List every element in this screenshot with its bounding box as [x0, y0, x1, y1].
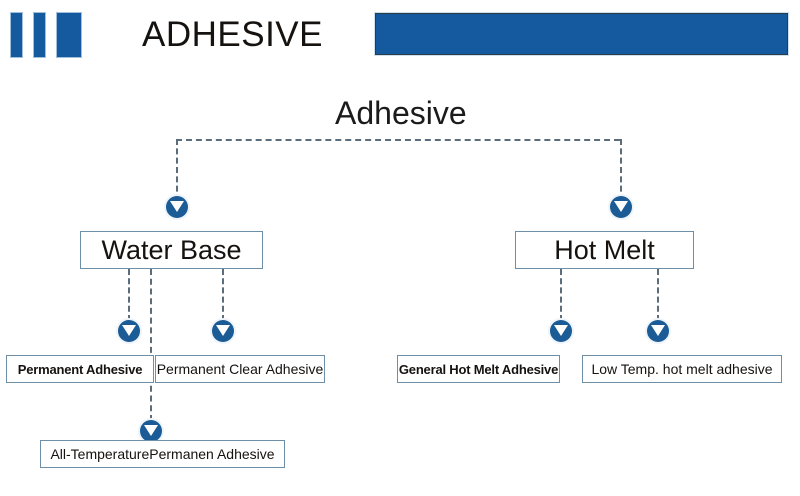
- header-bar-2: [33, 12, 46, 58]
- header-banner: [374, 12, 789, 56]
- arrow-marker-permanent-clear-adhesive: [212, 320, 234, 342]
- node-permanent-clear-adhesive[interactable]: Permanent Clear Adhesive: [155, 355, 325, 383]
- connector-water-base-to-permanent-clear: [222, 269, 224, 321]
- arrow-marker-general-hot-melt: [550, 320, 572, 342]
- arrow-marker-hot-melt: [610, 196, 632, 218]
- connector-hot-melt-to-low-temp: [657, 269, 659, 321]
- arrow-marker-permanent-adhesive: [118, 320, 140, 342]
- node-water-base[interactable]: Water Base: [80, 231, 263, 269]
- connector-water-base-to-permanent-adhesive: [128, 269, 130, 321]
- arrow-marker-low-temp-hot-melt: [647, 320, 669, 342]
- connector-root-to-hot-melt: [620, 139, 622, 201]
- arrow-marker-all-temperature-adhesive: [140, 420, 162, 442]
- connector-root-horizontal: [176, 139, 620, 141]
- node-hot-melt[interactable]: Hot Melt: [515, 231, 694, 269]
- connector-water-base-to-all-temperature: [150, 269, 152, 421]
- connector-hot-melt-to-general: [560, 269, 562, 321]
- header-bar-3: [56, 12, 82, 58]
- connector-root-to-water-base: [176, 139, 178, 201]
- node-low-temp-hot-melt-adhesive[interactable]: Low Temp. hot melt adhesive: [582, 355, 782, 383]
- node-permanent-adhesive[interactable]: Permanent Adhesive: [6, 355, 154, 383]
- node-general-hot-melt-adhesive[interactable]: General Hot Melt Adhesive: [397, 355, 560, 383]
- header-bar-1: [10, 12, 23, 58]
- node-all-temperature-permanen-adhesive[interactable]: All-TemperaturePermanen Adhesive: [40, 440, 285, 468]
- page-title: ADHESIVE: [142, 15, 323, 54]
- root-node-label: Adhesive: [335, 95, 467, 131]
- arrow-marker-water-base: [166, 196, 188, 218]
